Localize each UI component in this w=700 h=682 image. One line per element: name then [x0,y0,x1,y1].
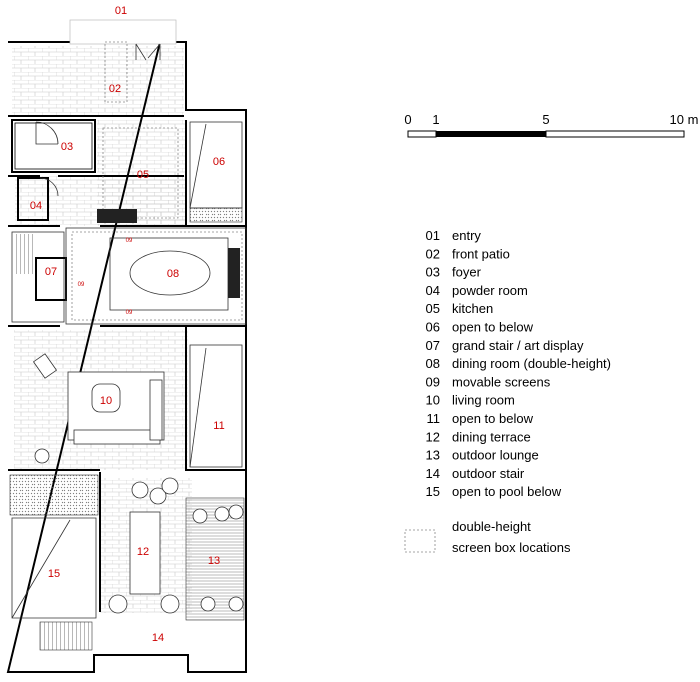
room-label-08: 08 [167,268,179,280]
kitchen-area [97,127,179,223]
legend-number: 11 [427,411,441,426]
room-label-01: 01 [115,5,127,17]
room-label-12: 12 [137,546,149,558]
legend-label: powder room [452,283,528,298]
grand-stair [11,231,67,323]
room-label-13: 13 [208,555,220,567]
void-15 [9,474,99,651]
key-line-1: double-height [452,519,531,534]
room-label-11: 11 [213,420,224,432]
legend-label: movable screens [452,374,551,389]
legend-number: 15 [426,484,440,499]
room-label-06: 06 [213,156,225,168]
legend-label: outdoor stair [452,466,525,481]
room-label-05: 05 [137,169,149,181]
floor-paving [12,46,192,613]
legend-label: kitchen [452,301,493,316]
room-label-07: 07 [45,266,57,278]
living-room [32,353,165,464]
scale-tick-10: 10 m [670,112,699,127]
legend-number: 06 [426,320,440,335]
scale-tick-1: 1 [432,112,439,127]
legend-number: 09 [426,374,440,389]
scale-tick-5: 5 [542,112,549,127]
room-label-04: 04 [30,200,42,212]
legend-number: 12 [426,429,440,444]
legend-label: dining terrace [452,429,531,444]
legend-number: 02 [426,246,440,261]
room-label-02: 02 [109,83,121,95]
powder-room [17,177,59,221]
legend-label: living room [452,393,515,408]
legend-label: open to below [452,320,534,335]
legend-number: 08 [426,356,440,371]
scale-tick-0: 0 [404,112,411,127]
terrace [108,477,245,621]
void-06 [189,121,243,223]
legend-label: front patio [452,246,510,261]
legend-label: dining room (double-height) [452,356,611,371]
legend-label: open to pool below [452,484,562,499]
screen-box-key: double-height screen box locations [404,519,571,555]
legend-label: open to below [452,411,534,426]
room-label-10: 10 [100,395,112,407]
legend-number: 14 [426,466,440,481]
legend-label: foyer [452,265,482,280]
void-11 [189,344,243,468]
legend-number: 10 [426,393,440,408]
legend: 01 entry 02 front patio 03 foyer 04 powder room… [426,228,611,499]
room-label-03: 03 [61,141,73,153]
legend-number: 04 [426,283,440,298]
room-label-09a: 09 [126,238,133,244]
legend-number: 13 [426,448,440,463]
room-labels: 01 02 03 04 05 06 07 08 09 09 09 10 11 1… [30,5,225,644]
legend-number: 03 [426,265,440,280]
foyer-area [11,119,96,173]
room-label-09b: 09 [78,282,85,288]
dining-room [65,227,247,325]
scale-bar: 0 1 5 10 m [404,112,699,138]
legend-label: grand stair / art display [452,338,584,353]
legend-number: 01 [426,228,440,243]
legend-label: outdoor lounge [452,448,539,463]
room-label-14: 14 [152,632,164,644]
legend-label: entry [452,228,481,243]
room-label-15: 15 [48,568,60,580]
entry-doors [69,19,177,103]
key-line-2: screen box locations [452,540,571,555]
legend-number: 05 [426,301,440,316]
room-label-09c: 09 [126,310,133,316]
legend-number: 07 [426,338,440,353]
